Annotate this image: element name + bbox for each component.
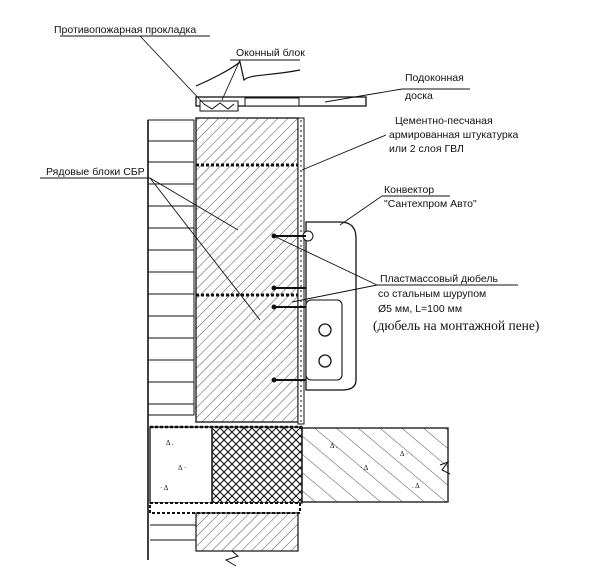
label-convector-line2: "Сантехпром Авто" [384,198,477,210]
leader-lines [40,35,518,321]
label-dowel-line2: со стальным шурупом [378,288,486,300]
lower-wall [149,502,301,567]
facing-brick-column [147,119,195,560]
sbr-block-wall [195,117,299,423]
convector [302,221,357,391]
label-plaster-line3: или 2 слоя ГВЛ [389,143,464,155]
svg-text:Δ .: Δ . [166,439,174,447]
svg-text:Δ ·: Δ · [178,464,186,472]
svg-text:· Δ: · Δ [360,464,369,472]
svg-text:. Δ: . Δ [412,482,420,490]
label-fire-gasket: Противопожарная прокладка [54,24,196,36]
label-sill-board-line1: Подоконная [405,72,464,84]
label-plaster-line1: Цементно-песчаная [395,115,493,127]
label-dowel-line4: (дюбель на монтажной пене) [373,318,539,333]
label-window-block: Оконный блок [236,47,305,59]
label-sbr-blocks: Рядовые блоки СБР [46,166,145,178]
svg-text:Δ ·: Δ · [400,450,408,458]
label-convector-line1: Конвектор [384,184,434,196]
svg-text:· Δ: · Δ [160,484,169,492]
label-sill-board-line2: доска [405,90,433,102]
plaster-layer [297,117,305,425]
svg-text:Δ .: Δ . [330,442,338,450]
label-plaster-line2: армированная штукатурка [389,129,519,141]
label-dowel-line1: Пластмассовый дюбель [380,273,499,285]
label-dowel-line3: Ø5 мм, L=100 мм [378,303,462,315]
window-sill [195,60,367,112]
floor-slab: Δ . Δ · · Δ Δ . · Δ Δ · . Δ [149,425,451,504]
dowels [271,233,306,383]
